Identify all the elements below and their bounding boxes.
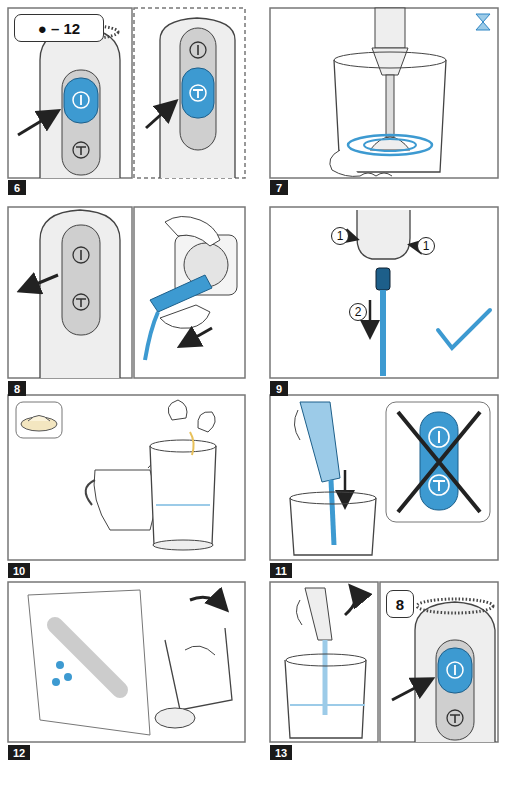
callout-number: 1 — [417, 237, 435, 255]
setting-callout: 8 — [386, 590, 414, 618]
setting-callout: ● – 12 — [14, 14, 104, 42]
step-number: 13 — [270, 745, 292, 760]
step-number: 11 — [270, 563, 292, 578]
callout-number: 1 — [331, 227, 349, 245]
step-number: 10 — [8, 563, 30, 578]
step-number: 12 — [8, 745, 30, 760]
callout-number: 2 — [349, 303, 367, 321]
step-number: 7 — [270, 180, 288, 195]
step-number: 6 — [8, 180, 26, 195]
step-number: 9 — [270, 381, 288, 396]
step-number: 8 — [8, 381, 26, 396]
